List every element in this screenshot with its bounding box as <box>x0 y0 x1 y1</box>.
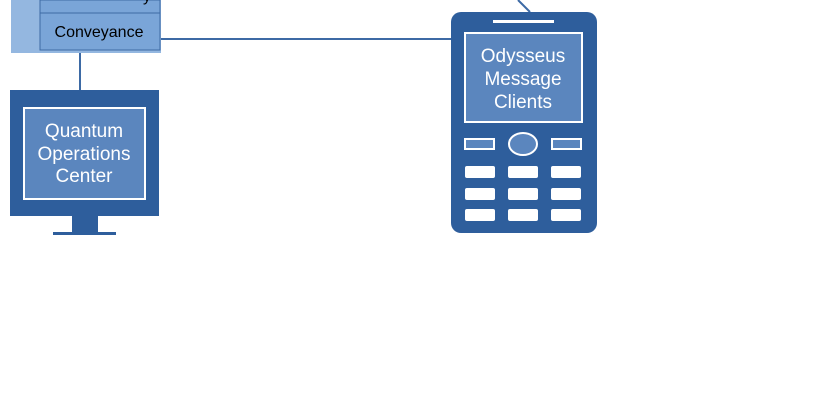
monitor-label-line-3: Center <box>55 166 113 187</box>
component-stack: y Conveyance <box>11 0 161 53</box>
phone-key <box>465 166 495 178</box>
monitor-screen <box>23 107 146 200</box>
phone-softkey-right <box>551 138 582 150</box>
stack-row-conveyance <box>39 12 161 51</box>
monitor-label-line-1: Quantum <box>45 121 123 142</box>
phone-label-line-1: Odysseus <box>481 46 565 67</box>
phone-speaker <box>493 20 554 23</box>
phone-key <box>465 209 495 221</box>
phone-key <box>508 209 538 221</box>
stack-row-conveyance-label: Conveyance <box>55 24 144 41</box>
phone-key <box>551 166 581 178</box>
phone-label-line-2: Message <box>484 69 561 90</box>
phone-key <box>551 188 581 200</box>
connector-phone-top <box>517 0 531 13</box>
phone-key <box>551 209 581 221</box>
phone-key <box>508 188 538 200</box>
phone-key <box>465 188 495 200</box>
monitor-base <box>53 232 116 235</box>
monitor-icon: Quantum Operations Center <box>10 90 159 235</box>
stack-row-top-label: y <box>143 0 151 5</box>
monitor-label-line-2: Operations <box>38 144 131 165</box>
phone-softkey-left <box>464 138 495 150</box>
phone-screen <box>464 32 583 123</box>
stack-row-top <box>39 0 161 14</box>
phone-icon: Odysseus Message Clients <box>451 12 597 233</box>
phone-key <box>508 166 538 178</box>
phone-nav-button <box>508 132 538 156</box>
phone-keypad <box>465 166 581 221</box>
monitor-stand <box>72 216 98 232</box>
phone-label-line-3: Clients <box>494 92 552 113</box>
